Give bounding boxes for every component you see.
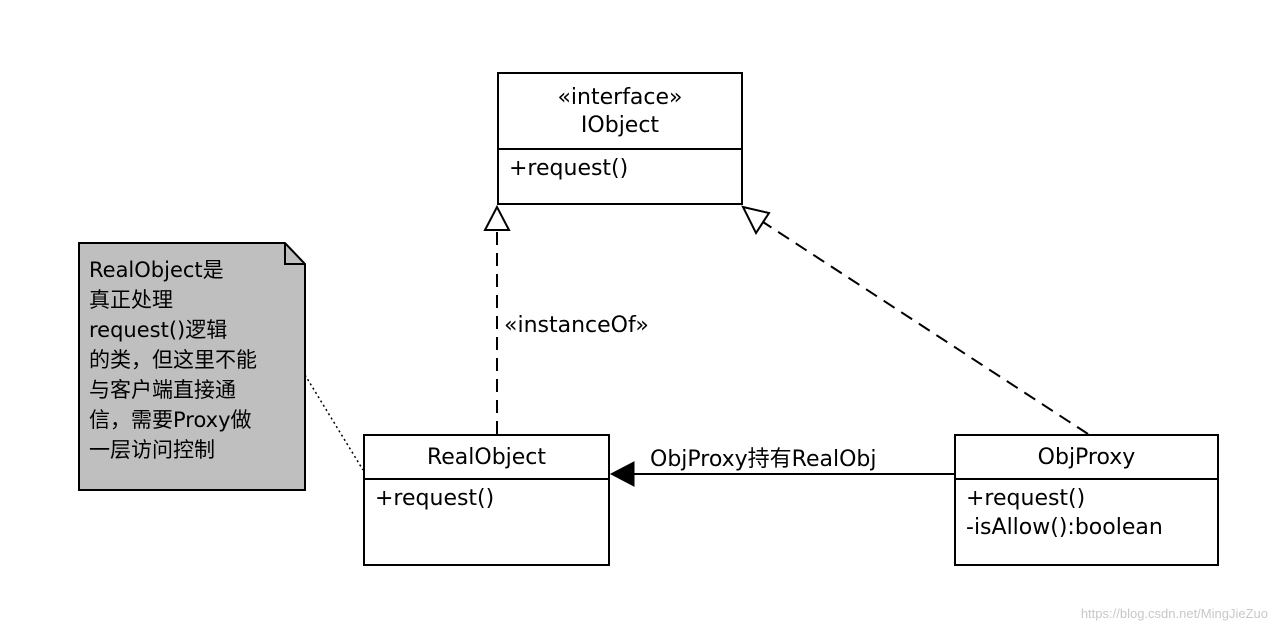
realization-arrowhead-real [483,204,511,231]
watermark: https://blog.csdn.net/MingJieZuo [1080,606,1268,621]
objproxy-methods: +request() -isAllow():boolean [956,480,1217,542]
note-line: 信，需要Proxy做 [89,408,252,432]
realization-arrowhead-proxy [741,205,771,236]
realobject-method-request: +request() [375,486,495,511]
realobject-class-box: RealObject +request() [363,434,610,566]
note-shape [78,242,306,491]
note-line: 的类，但这里不能 [89,348,257,372]
association-label: ObjProxy持有RealObj [650,447,877,472]
note-fold [284,243,305,265]
note-line: 一层访问控制 [89,438,215,462]
objproxy-method-request: +request() [966,486,1086,511]
realobject-class-name: RealObject [426,445,547,470]
realobject-methods: +request() [365,480,608,513]
interface-stereotype: «interface» [557,85,683,110]
realization-label: «instanceOf» [504,313,649,338]
realization-edge-proxy [762,221,1089,435]
objproxy-class-name: ObjProxy [1037,445,1136,470]
note-line: 真正处理 [89,288,173,312]
objproxy-class-box: ObjProxy +request() -isAllow():boolean [954,434,1219,566]
note-line: RealObject是 [89,258,224,282]
objproxy-method-isallow: -isAllow():boolean [966,515,1163,540]
note-line: request()逻辑 [89,318,228,342]
objproxy-class-header: ObjProxy [956,436,1217,480]
iobject-class-header: «interface» IObject [499,74,741,150]
iobject-class-name: IObject [580,113,660,138]
association-arrowhead [609,461,635,487]
iobject-class-box: «interface» IObject +request() [497,72,743,205]
note: RealObject是 真正处理 request()逻辑 的类，但这里不能 与客… [79,243,306,490]
realobject-class-header: RealObject [365,436,608,480]
iobject-methods: +request() [499,150,741,183]
note-connector [304,374,364,471]
iobject-method-request: +request() [509,156,629,181]
note-line: 与客户端直接通 [89,378,236,402]
